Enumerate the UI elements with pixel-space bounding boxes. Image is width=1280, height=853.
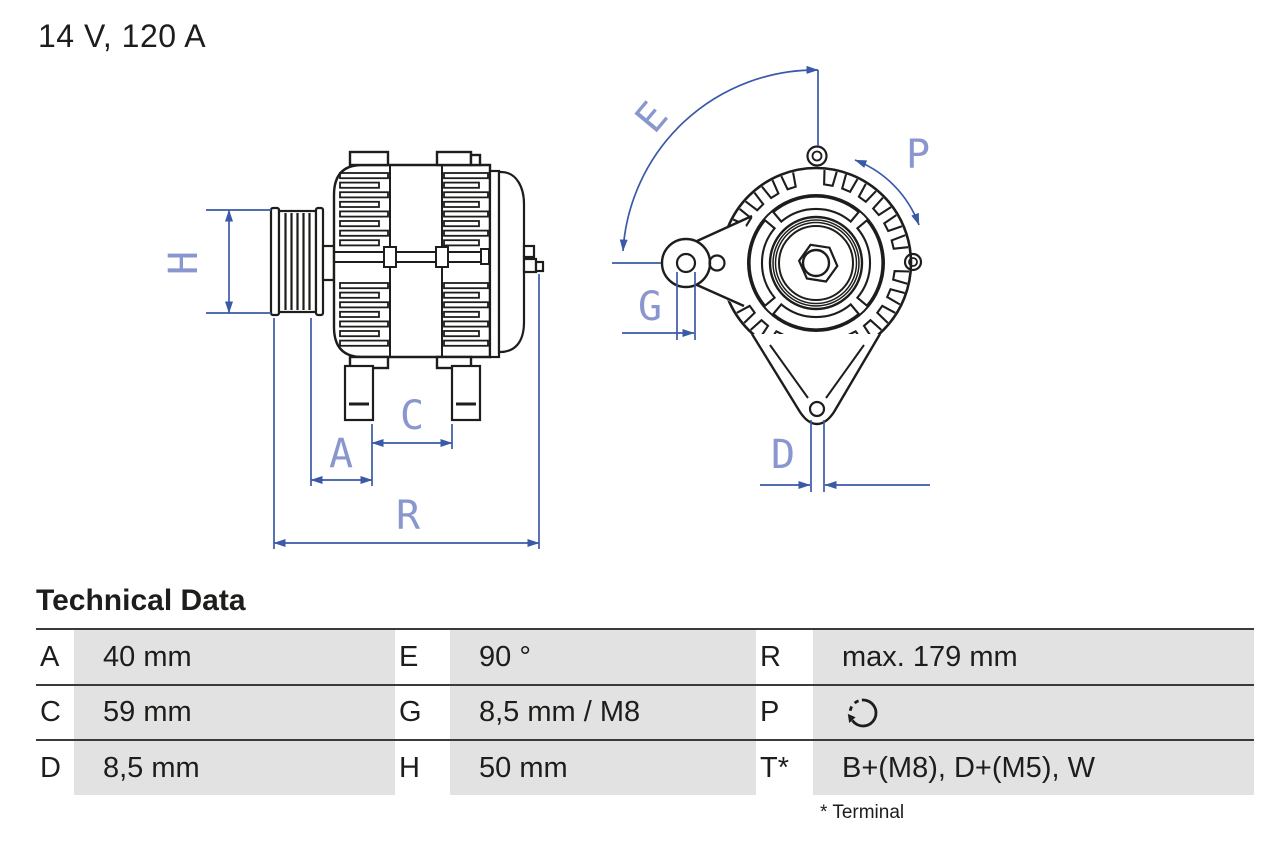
front-view-dimensions: E G D P <box>612 65 930 492</box>
key-A: A <box>36 630 74 684</box>
mounting-feet <box>343 364 482 422</box>
clockwise-rotation-icon <box>847 698 878 727</box>
pulley <box>269 206 336 317</box>
table-row: D 8,5 mm H 50 mm T* B+(M8), D+(M5), W <box>36 739 1254 795</box>
dimension-label-D: D <box>771 432 795 478</box>
value-E: 90 ° <box>450 630 756 684</box>
technical-drawing: H A C R <box>161 65 930 549</box>
value-H: 50 mm <box>450 741 756 795</box>
terminal-stud <box>522 244 536 259</box>
side-view-dimensions: H A C R <box>161 209 540 549</box>
right-ear <box>903 252 923 272</box>
table-row: C 59 mm G 8,5 mm / M8 P <box>36 684 1254 739</box>
key-G: G <box>395 686 450 739</box>
dimension-label-G: G <box>638 284 662 330</box>
top-ear <box>806 145 828 167</box>
key-C: C <box>36 686 74 739</box>
key-H: H <box>395 741 450 795</box>
arm-bolt-hole <box>808 400 826 418</box>
key-E: E <box>395 630 450 684</box>
key-P: P <box>756 686 813 739</box>
bottom-mounting-arm <box>750 333 882 426</box>
terminal-stud <box>522 257 538 274</box>
dimension-label-A: A <box>329 431 353 477</box>
technical-data-section: Technical Data A 40 mm E 90 ° R max. 179… <box>36 584 1254 824</box>
value-R: max. 179 mm <box>813 630 1254 684</box>
value-T: B+(M8), D+(M5), W <box>813 741 1254 795</box>
key-T: T* <box>756 741 813 795</box>
terminal-stud <box>534 260 545 273</box>
key-D: D <box>36 741 74 795</box>
page-title: 14 V, 120 A <box>38 18 207 54</box>
rotation-direction-arc <box>854 159 920 226</box>
table-row: A 40 mm E 90 ° R max. 179 mm <box>36 628 1254 684</box>
pulley-face <box>768 215 864 311</box>
value-C: 59 mm <box>74 686 395 739</box>
dimension-label-R: R <box>396 493 421 539</box>
terminal-footnote: * Terminal <box>820 802 905 823</box>
value-G: 8,5 mm / M8 <box>450 686 756 739</box>
dimension-label-P: P <box>906 132 930 178</box>
alternator-side-view: H A C R <box>161 150 545 549</box>
lug-bolt-hole <box>675 252 697 274</box>
value-P <box>813 686 1254 739</box>
rear-cover <box>488 169 545 359</box>
shaft-nut <box>797 243 839 283</box>
value-D: 8,5 mm <box>74 741 395 795</box>
key-R: R <box>756 630 813 684</box>
value-A: 40 mm <box>74 630 395 684</box>
stator-band <box>334 165 490 357</box>
left-mounting-lug <box>660 214 753 308</box>
alternator-front-view: E G D P <box>612 65 930 492</box>
dimension-label-H: H <box>161 251 207 275</box>
dimension-label-E: E <box>627 94 678 142</box>
table-heading: Technical Data <box>36 584 246 617</box>
cooling-fins <box>339 172 489 347</box>
dimension-label-C: C <box>400 393 424 439</box>
